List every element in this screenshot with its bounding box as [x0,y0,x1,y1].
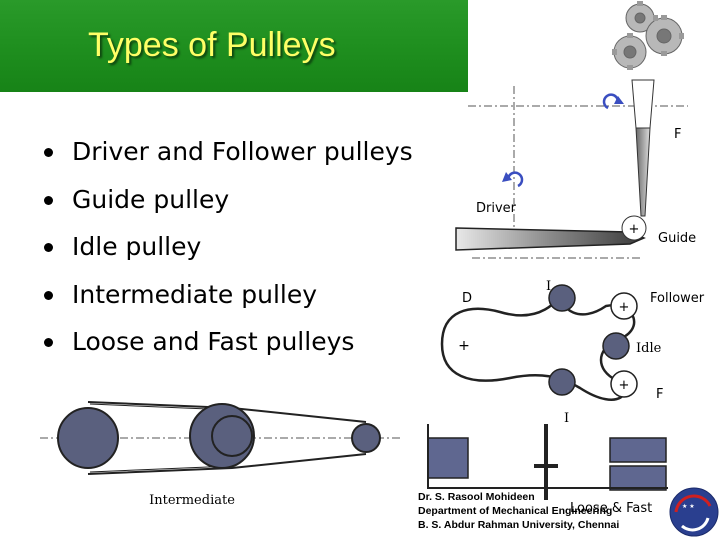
loose-pulley-block [427,437,469,479]
follower-label: Follower [650,291,705,306]
fast-pulley-block-bottom [609,465,667,491]
shaft-outline [427,424,668,489]
idle-f-label: F [656,387,663,402]
belt-vertical [635,127,651,217]
intermediate-pulley [548,284,576,312]
slide-title: Types of Pulleys [88,26,336,64]
plus-mark: + [458,338,470,354]
bullet-item: Intermediate pulley [40,271,413,319]
svg-text:★ ★: ★ ★ [682,503,695,510]
bullet-dot [44,195,53,205]
belt-bottom [87,453,367,475]
rotation-arrowhead-icon [502,172,512,182]
idle-pulley [602,332,630,360]
bullet-item: Driver and Follower pulleys [40,128,413,176]
bullet-item: Loose and Fast pulleys [40,318,413,366]
idle-label: Idle [636,341,662,356]
intermediate-pulley-hub [211,415,253,457]
bullet-dot [44,148,53,157]
belt-inner [89,465,233,473]
footer-author: Dr. S. Rasool Mohideen [418,491,535,503]
footer-department: Department of Mechanical Engineering [418,505,612,517]
rotation-arrowhead-icon [614,96,624,104]
lower-follower-pulley [610,370,638,398]
footer: Dr. S. Rasool Mohideen Department of Mec… [418,491,619,531]
idle-pulley-diagram: + + + D I Follower Idle F I [440,279,705,426]
bullet-dot [44,243,53,252]
follower-pulley-small [351,423,381,453]
driver-pulley [57,407,119,469]
guide-f-label: F [674,127,681,142]
bullet-item: Guide pulley [40,176,413,224]
bullet-label: Guide pulley [72,184,230,214]
gear-logo-icon [612,1,684,70]
fast-pulley-block-top [609,437,667,463]
plus-mark: + [629,222,640,237]
bullet-list: Driver and Follower pulleys Guide pulley… [40,128,413,366]
follower-pulley [610,292,638,320]
bullet-dot [44,338,53,347]
driver-pulley-wedge [455,227,646,251]
intermediate-pulley-diagram: Intermediate [40,401,400,508]
guide-pulley-diagram: + F Driver Guide [455,79,696,259]
guide-label: Guide [658,231,696,246]
i-label-bottom: I [564,411,569,426]
bullet-item: Idle pulley [40,223,413,271]
plus-mark: + [619,300,630,315]
lower-intermediate-pulley [548,368,576,396]
intermediate-label: Intermediate [149,493,235,508]
bullet-label: Driver and Follower pulleys [72,137,413,166]
bullet-label: Intermediate pulley [72,279,318,309]
bullet-label: Idle pulley [72,232,202,261]
driver-label: Driver [476,201,517,216]
follower-pulley-top [631,79,655,129]
university-logo-icon: ★ ★ [669,487,719,537]
guide-pulley [621,215,647,241]
header-band [0,0,468,92]
d-label: D [462,291,472,306]
plus-mark: + [619,378,630,393]
loose-fast-label: Loose & Fast [570,501,652,516]
bullet-dot [44,290,53,300]
loose-fast-pulley-diagram: Loose & Fast [427,424,668,516]
i-label: I [546,279,551,294]
bullet-label: Loose and Fast pulleys [72,327,355,356]
footer-university: B. S. Abdur Rahman University, Chennai [418,519,619,531]
